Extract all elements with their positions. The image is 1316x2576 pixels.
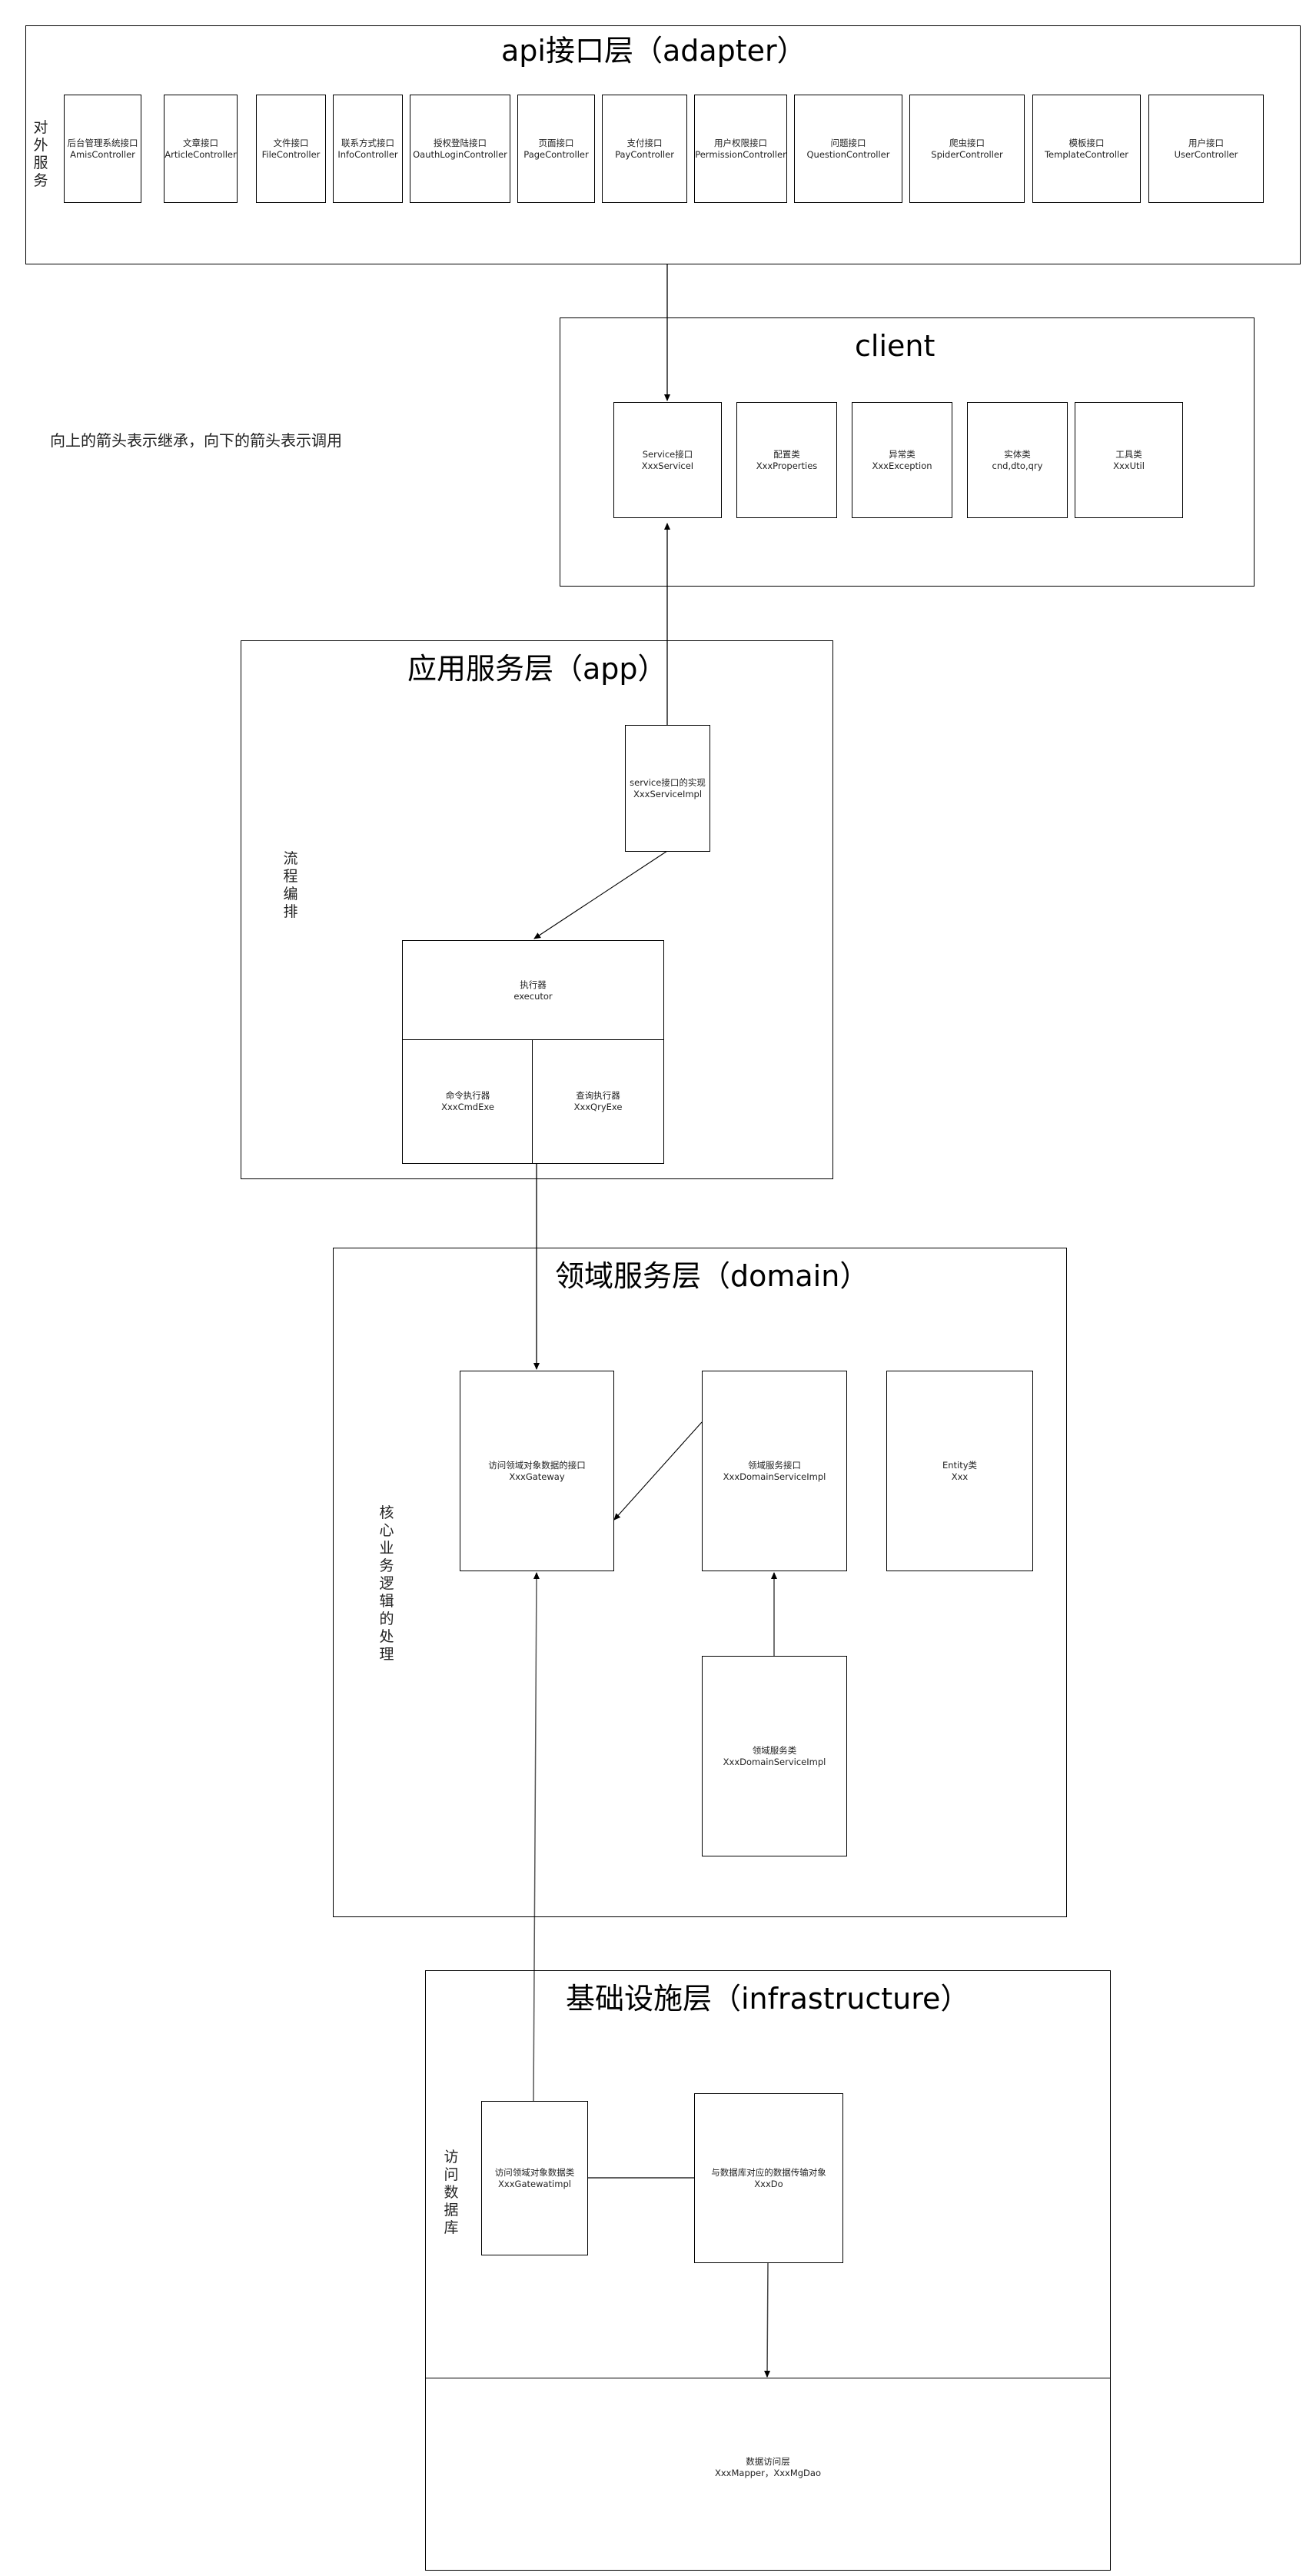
qry-executor-node[interactable]: 查询执行器 XxxQryExe (532, 1039, 664, 1164)
controller-cn: 爬虫接口 (949, 137, 985, 148)
node-en: XxxProperties (756, 460, 818, 471)
controller-cn: 授权登陆接口 (434, 137, 487, 148)
client-service-interface[interactable]: Service接口 XxxServiceI (613, 402, 722, 518)
controller-en: PayController (615, 148, 674, 160)
node-en: XxxUtil (1113, 460, 1145, 471)
node-en: XxxDo (754, 2178, 783, 2189)
node-en: executor (513, 990, 553, 1002)
client-util[interactable]: 工具类 XxxUtil (1075, 402, 1183, 518)
app-layer-title: 应用服务层（app） (407, 652, 667, 686)
client-exception[interactable]: 异常类 XxxException (852, 402, 952, 518)
node-en: XxxServiceImpl (633, 788, 703, 799)
domain-service-class-node[interactable]: 领域服务类 XxxDomainServiceImpl (702, 1656, 847, 1856)
node-cn: 与数据库对应的数据传输对象 (711, 2166, 826, 2178)
node-cn: Entity类 (942, 1459, 978, 1471)
controller-cn: 后台管理系统接口 (67, 137, 138, 148)
controller-cn: 用户接口 (1188, 137, 1224, 148)
client-layer-title: client (855, 329, 935, 363)
cmd-executor-node[interactable]: 命令执行器 XxxCmdExe (402, 1039, 533, 1164)
controller-cn: 支付接口 (626, 137, 663, 148)
controller-question[interactable]: 问题接口 QuestionController (794, 95, 902, 203)
node-cn: 领域服务接口 (748, 1459, 801, 1471)
controller-template[interactable]: 模板接口 TemplateController (1032, 95, 1141, 203)
controller-cn: 用户权限接口 (714, 137, 767, 148)
controller-article[interactable]: 文章接口 ArticleController (164, 95, 238, 203)
controller-en: PageController (523, 148, 589, 160)
infrastructure-layer (425, 1970, 1111, 2571)
node-en: XxxCmdExe (441, 1102, 494, 1112)
entity-node[interactable]: Entity类 Xxx (886, 1371, 1033, 1571)
controller-cn: 联系方式接口 (341, 137, 394, 148)
controller-en: PermissionController (695, 148, 786, 160)
executor-node[interactable]: 执行器 executor (402, 940, 664, 1041)
node-cn: 命令执行器 (445, 1090, 490, 1101)
node-cn: 领域服务类 (752, 1744, 797, 1756)
controller-user[interactable]: 用户接口 UserController (1148, 95, 1264, 203)
node-en: XxxDomainServiceImpl (723, 1756, 826, 1767)
node-en: cnd,dto,qry (992, 460, 1043, 471)
client-layer (560, 317, 1255, 587)
node-cn: 实体类 (1004, 448, 1031, 460)
controller-en: SpiderController (931, 148, 1003, 160)
client-entity[interactable]: 实体类 cnd,dto,qry (967, 402, 1068, 518)
node-en: XxxGateway (509, 1471, 565, 1482)
controller-page[interactable]: 页面接口 PageController (517, 95, 595, 203)
infrastructure-layer-title: 基础设施层（infrastructure） (566, 1982, 970, 2016)
node-en: XxxException (872, 460, 932, 471)
controller-cn: 页面接口 (538, 137, 574, 148)
controller-amis[interactable]: 后台管理系统接口 AmisController (64, 95, 141, 203)
controller-en: AmisController (70, 148, 135, 160)
adapter-side-label: 对外服务 (33, 119, 48, 189)
controller-cn: 文章接口 (183, 137, 218, 148)
node-cn: 执行器 (520, 979, 547, 990)
app-layer (241, 640, 833, 1179)
node-cn: Service接口 (642, 448, 693, 460)
node-cn: 数据访问层 (746, 2455, 790, 2467)
node-en: XxxServiceI (641, 460, 694, 471)
gateway-interface-node[interactable]: 访问领域对象数据的接口 XxxGateway (460, 1371, 614, 1571)
node-cn: 异常类 (889, 448, 916, 460)
node-cn: 配置类 (773, 448, 800, 460)
controller-cn: 模板接口 (1068, 137, 1105, 148)
controller-file[interactable]: 文件接口 FileController (256, 95, 326, 203)
node-cn: 访问领域对象数据类 (494, 2166, 575, 2178)
data-object-node[interactable]: 与数据库对应的数据传输对象 XxxDo (694, 2093, 843, 2263)
controller-en: OauthLoginController (413, 148, 507, 160)
node-cn: 工具类 (1115, 448, 1142, 460)
data-access-node[interactable]: 数据访问层 XxxMapper，XxxMgDao (425, 2378, 1111, 2571)
domain-layer-title: 领域服务层（domain） (555, 1259, 869, 1293)
controller-en: UserController (1174, 148, 1238, 160)
controller-en: ArticleController (164, 148, 237, 160)
node-en: Xxx (951, 1471, 969, 1482)
node-cn: service接口的实现 (630, 776, 706, 788)
controller-en: InfoController (337, 148, 398, 160)
adapter-layer-title: api接口层（adapter） (501, 34, 806, 68)
node-cn: 查询执行器 (576, 1090, 620, 1101)
client-properties[interactable]: 配置类 XxxProperties (736, 402, 837, 518)
controller-spider[interactable]: 爬虫接口 SpiderController (909, 95, 1025, 203)
controller-en: FileController (261, 148, 321, 160)
gateway-impl-node[interactable]: 访问领域对象数据类 XxxGatewatimpl (481, 2101, 588, 2255)
controller-en: TemplateController (1044, 148, 1129, 160)
node-en: XxxGatewatimpl (498, 2178, 571, 2189)
node-en: XxxDomainServiceImpl (723, 1471, 826, 1482)
controller-cn: 文件接口 (273, 137, 309, 148)
infrastructure-side-label: 访问数据库 (444, 2149, 459, 2236)
controller-info[interactable]: 联系方式接口 InfoController (333, 95, 403, 203)
controller-permission[interactable]: 用户权限接口 PermissionController (694, 95, 787, 203)
node-en: XxxMapper，XxxMgDao (714, 2467, 821, 2478)
node-cn: 访问领域对象数据的接口 (488, 1459, 586, 1471)
adapter-layer (25, 25, 1301, 264)
controller-en: QuestionController (806, 148, 890, 160)
node-en: XxxQryExe (573, 1102, 623, 1112)
domain-service-interface-node[interactable]: 领域服务接口 XxxDomainServiceImpl (702, 1371, 847, 1571)
app-side-label: 流程编排 (283, 850, 298, 920)
domain-side-label: 核心业务逻辑的处理 (379, 1504, 394, 1663)
service-impl-node[interactable]: service接口的实现 XxxServiceImpl (625, 725, 710, 852)
controller-pay[interactable]: 支付接口 PayController (602, 95, 687, 203)
arrow-legend-note: 向上的箭头表示继承，向下的箭头表示调用 (50, 431, 342, 450)
controller-cn: 问题接口 (830, 137, 866, 148)
domain-layer (333, 1248, 1067, 1917)
controller-oauth-login[interactable]: 授权登陆接口 OauthLoginController (410, 95, 510, 203)
